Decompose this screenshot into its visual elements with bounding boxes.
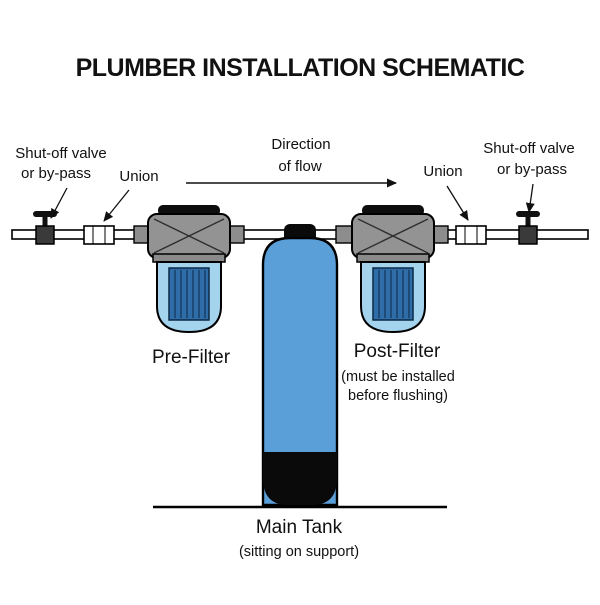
post-filter-note-line2: before flushing) [348,388,448,404]
tank-body [261,236,339,507]
main-tank [261,224,339,507]
right-union-pointer-arrow [446,185,469,221]
pre-filter-ring-nut [152,253,226,263]
left-shutoff-label-line2: or by-pass [21,165,91,182]
post-filter [335,205,449,334]
left-shutoff-pointer-arrow [50,187,68,219]
main-tank-note: (sitting on support) [239,544,359,560]
right-shutoff-label-line1: Shut-off valve [483,140,574,157]
left-union-pointer-arrow [103,189,130,222]
union-body [455,225,487,245]
union-body [83,225,115,245]
right-shutoff-valve [516,211,540,245]
post-filter-head-cross [357,218,429,254]
valve-stem [42,215,48,227]
left-shutoff-label-line1: Shut-off valve [15,145,106,162]
pre-filter-cartridge-pleats [174,270,206,318]
post-filter-cartridge-pleats [378,270,410,318]
right-shutoff-label-line2: or by-pass [497,161,567,178]
pre-filter [133,205,245,334]
right-union-label: Union [423,163,462,180]
left-shutoff-valve [33,211,57,245]
pre-filter-cartridge [168,267,210,321]
right-shutoff-pointer-arrow [525,183,535,213]
pre-filter-head-cross [153,218,225,254]
post-filter-ring-nut [356,253,430,263]
valve-body [35,225,55,245]
post-filter-label: Post-Filter [354,341,441,362]
flow-label-line2: of flow [278,158,322,175]
page-title: PLUMBER INSTALLATION SCHEMATIC [76,54,525,82]
left-union-label: Union [119,168,158,185]
tank-base [263,452,337,505]
right-union [455,225,487,245]
flow-label-line1: Direction [271,136,330,153]
left-union [83,225,115,245]
post-filter-cartridge [372,267,414,321]
valve-stem [525,215,531,227]
post-filter-inlet-port [335,225,353,244]
main-tank-label: Main Tank [256,517,343,538]
valve-body [518,225,538,245]
post-filter-note-line1: (must be installed [341,369,455,385]
pre-filter-label: Pre-Filter [152,347,231,368]
